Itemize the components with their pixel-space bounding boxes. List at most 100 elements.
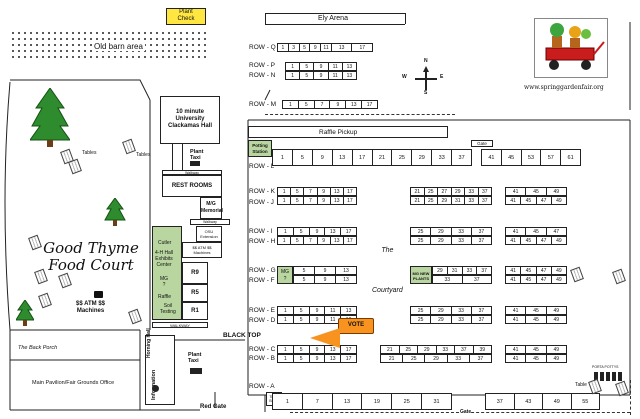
row-label-l: ROW - L	[249, 163, 275, 170]
compass-icon	[415, 66, 437, 90]
row-label-m: ROW - M	[249, 101, 277, 108]
mg-memorial: M/G Memorial	[200, 197, 223, 219]
row-label-k: ROW - K	[249, 188, 275, 195]
row-label-a: ROW - A	[249, 383, 275, 390]
row-label-n: ROW - N	[249, 72, 276, 79]
compass-s: S	[424, 90, 428, 96]
raffle-label: Raffle	[158, 294, 171, 300]
tables-label: Tables	[82, 150, 97, 156]
walkway-label-2: Walkway	[190, 219, 230, 225]
old-barn-label: Old barn area	[92, 42, 145, 51]
row-label-e: ROW - E	[249, 307, 275, 314]
row-label-h: ROW - H	[249, 238, 276, 245]
row-label-d: ROW - D	[249, 317, 276, 324]
row-label-q: ROW - Q	[249, 44, 276, 51]
rest-rooms: REST ROOMS	[162, 175, 222, 197]
row-label-b: ROW - B	[249, 355, 275, 362]
tables-label: Tables	[136, 152, 151, 158]
vote-megaphone-icon	[310, 328, 340, 348]
plant-taxi-label: Plant Taxi	[190, 149, 204, 161]
tree-icon	[104, 198, 126, 226]
wagon-logo-icon	[545, 23, 605, 70]
mg-booth: MG ?	[277, 266, 293, 284]
compass-w: W	[402, 74, 407, 80]
atm-icon	[94, 291, 103, 298]
row-label-i: ROW - I	[249, 228, 273, 235]
building-r5: R5	[182, 284, 208, 302]
row-label-f: ROW - F	[249, 277, 275, 284]
gate-top: Gate	[471, 140, 493, 147]
building-r9: R9	[182, 262, 208, 284]
red-gate-label: Red Gate	[200, 404, 227, 410]
black-top-label: BLACK TOP	[223, 332, 261, 339]
porta-potty-label: PORTA POTTYS	[592, 365, 619, 369]
plant-check: Plant Check	[166, 8, 206, 25]
taxi-icon	[190, 161, 200, 166]
courtyard-label: The Courtyard	[372, 247, 403, 294]
back-porch-label: The Back Porch	[18, 345, 58, 351]
porta-potty-icon	[594, 372, 622, 381]
walkway-label-3: WALKWAY	[152, 322, 208, 328]
tree-icon	[30, 88, 70, 147]
food-court-title: Good Thyme Food Court	[43, 239, 139, 274]
walkway-label: Walkway	[162, 170, 222, 175]
atm-small: $$ ATM $$ Machines	[182, 242, 222, 258]
fourh-hall-label: 4-H Hall Exhibits Center	[155, 250, 174, 268]
gate-bottom-label: Gate	[460, 409, 472, 415]
compass-e: E	[440, 74, 444, 80]
vote-badge[interactable]: VOTE	[338, 318, 374, 334]
ely-arena-label: Ely Arena	[318, 15, 348, 22]
atm-machines-label: $$ ATM $$ Machines	[76, 301, 106, 314]
mg-question-label: MG ?	[160, 276, 169, 288]
clackamas-hall: 10 minute University Clackamas Hall	[160, 96, 220, 144]
potting-station: Potting Station	[248, 140, 272, 157]
plant-taxi-label-2: Plant Taxi	[188, 352, 202, 364]
taxi-icon	[190, 368, 202, 374]
info-icon	[152, 385, 159, 392]
website-link[interactable]: www.springgardenfair.org	[524, 84, 604, 91]
soil-testing-label: Soil Testing	[160, 303, 176, 315]
mg-new-plants: MG NEW PLANTS	[410, 266, 432, 284]
row-label-p: ROW - P	[249, 62, 275, 69]
row-label-j: ROW - J	[249, 199, 274, 206]
row-label-g: ROW - G	[249, 267, 276, 274]
table-label-right: Table	[575, 382, 587, 388]
compass-n: N	[424, 58, 428, 64]
fourh-hall	[152, 226, 182, 320]
horning-hall-label: Horning Hall	[146, 328, 152, 358]
tree-icon	[16, 300, 34, 326]
